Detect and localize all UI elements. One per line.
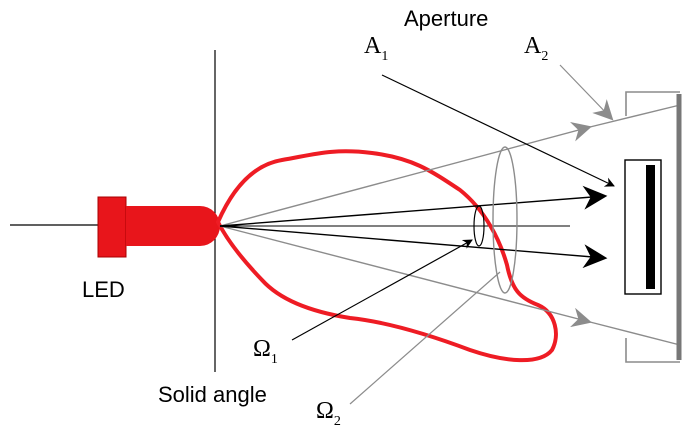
omega2-label-base: Ω bbox=[316, 398, 334, 424]
omega1-label: Ω1 bbox=[253, 336, 278, 367]
gray-cone-ray-upper-extension bbox=[589, 104, 681, 128]
a2-label: A2 bbox=[524, 33, 548, 64]
black-cone-ray-upper bbox=[219, 185, 608, 227]
detector-element bbox=[646, 165, 655, 289]
omega2-label-sub: 2 bbox=[334, 414, 341, 429]
gray-cone-ray-lower bbox=[219, 225, 592, 328]
a2-label-sub: 2 bbox=[541, 49, 548, 64]
a2-pointer-line bbox=[559, 64, 614, 121]
omega2-pointer-line bbox=[349, 271, 501, 405]
gray-cone-ray-lower-extension bbox=[589, 321, 681, 346]
aperture-housing-bottom bbox=[625, 338, 680, 363]
black-cone-ray-lower bbox=[219, 225, 608, 269]
aperture-housing bbox=[625, 91, 680, 116]
omega1-label-sub: 1 bbox=[271, 352, 278, 367]
led-body bbox=[97, 196, 220, 258]
gray-cone-ray-upper bbox=[219, 121, 592, 227]
aperture-label: Aperture bbox=[404, 6, 488, 31]
a1-pointer-line bbox=[381, 74, 615, 187]
omega2-label: Ω2 bbox=[316, 398, 341, 429]
a2-label-base: A bbox=[524, 33, 542, 59]
omega1-pointer-line bbox=[291, 239, 473, 341]
solid-angle-label: Solid angle bbox=[158, 382, 267, 407]
detector-frame bbox=[624, 159, 662, 295]
radiation-pattern-curve bbox=[216, 149, 558, 363]
solid-angle-omega1-ellipse bbox=[473, 205, 485, 247]
a1-label-sub: 1 bbox=[381, 49, 388, 64]
omega1-label-base: Ω bbox=[253, 336, 271, 362]
led-label: LED bbox=[82, 277, 125, 302]
a1-label-base: A bbox=[364, 33, 382, 59]
a1-label: A1 bbox=[364, 33, 388, 64]
solid-angle-omega2-ellipse bbox=[492, 146, 518, 294]
